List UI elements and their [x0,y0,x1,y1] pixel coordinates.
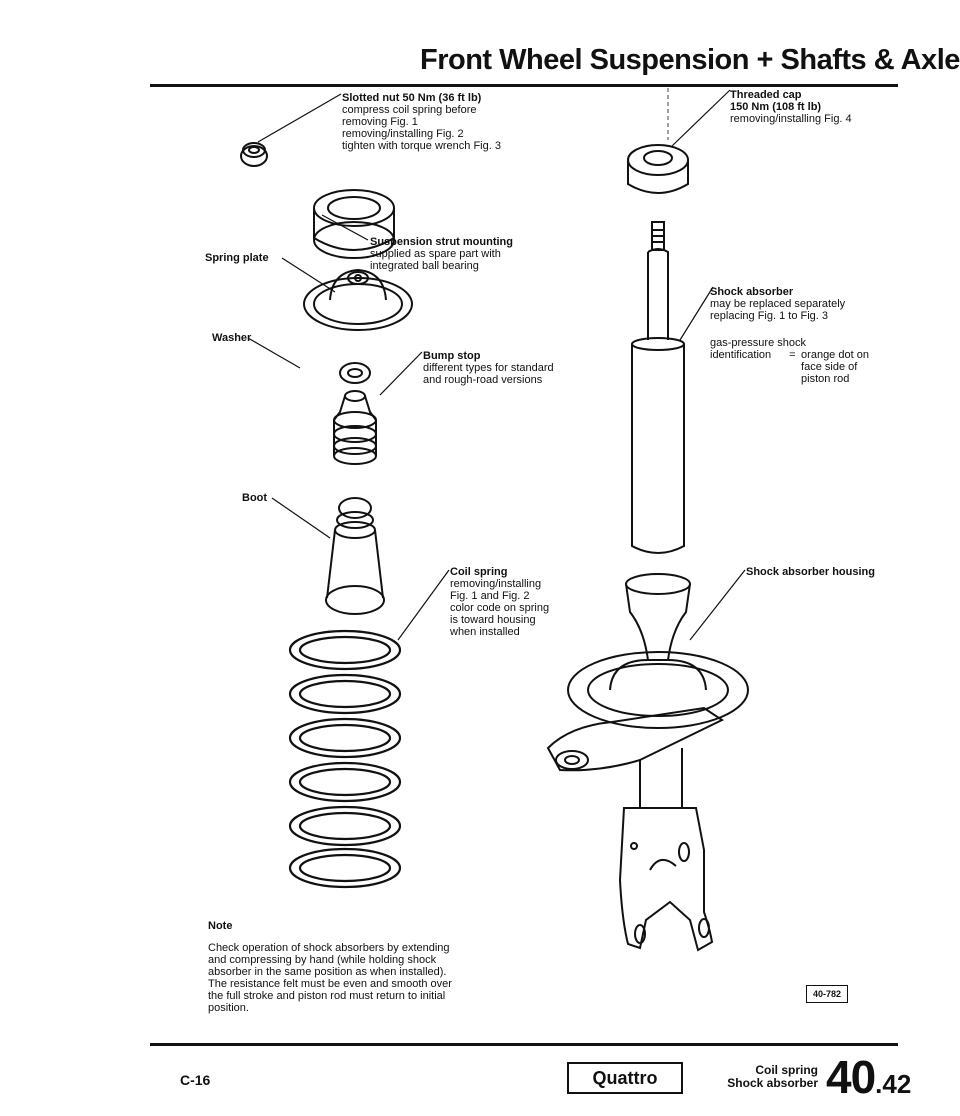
label-washer: Washer [212,332,252,344]
callout-line: replacing Fig. 1 to Fig. 3 [710,310,829,322]
gas-value: orange dot on [801,349,869,361]
section-minor: .42 [875,1069,912,1099]
page-title: Front Wheel Suspension + Shafts & Axle [420,44,960,76]
shock-absorber-part [631,221,685,554]
callout-line: when installed [450,626,520,638]
callout-line: removing/installing [450,578,542,590]
callout-line: integrated ball bearing [370,260,479,272]
section-major: 40 [826,1051,876,1103]
gas-key: gas-pressure shock [710,337,806,349]
callout-line: is toward housing [450,614,536,626]
callout-title: Suspension strut mounting [370,236,513,248]
callout-shock-absorber-housing: Shock absorber housing [746,566,906,578]
callout-coil-spring: Coil spring removing/installing Fig. 1 a… [450,566,600,638]
callout-title: Threaded cap [730,89,802,101]
callout-line: may be replaced separately [710,298,846,310]
note-line: position. [208,1002,249,1014]
callout-title: Coil spring [450,566,508,578]
note-line: and compressing by hand (while holding s… [208,954,437,966]
note-line: The resistance felt must be even and smo… [208,978,452,990]
leader-lines [247,89,746,641]
note-line: absorber in the same position as when in… [208,966,447,978]
note-block: Note Check operation of shock absorbers … [208,920,508,1014]
model-badge: Quattro [567,1062,683,1094]
callout-line: compress coil spring before [342,104,477,116]
strut-mounting-part [313,189,395,259]
callout-slotted-nut: Slotted nut 50 Nm (36 ft lb) compress co… [342,92,572,152]
callout-line: removing/installing Fig. 2 [342,128,464,140]
callout-gas-pressure-identification: gas-pressure shock identification = oran… [710,337,900,385]
callout-title: Shock absorber [710,286,794,298]
slotted-nut-part [240,142,268,167]
section-number: 40.42 [826,1050,911,1104]
label-spring-plate: Spring plate [205,252,269,264]
page-number: C-16 [180,1072,211,1088]
shock-absorber-housing-part [546,573,749,952]
bump-stop-part [333,390,377,465]
callout-bump-stop: Bump stop different types for standard a… [423,350,623,386]
callout-line: color code on spring [450,602,550,614]
boot-part [325,497,385,615]
gas-value: face side of [801,361,858,373]
callout-line: tighten with torque wrench Fig. 3 [342,140,501,152]
callout-line: different types for standard [423,362,554,374]
threaded-cap-part [627,144,689,194]
callout-shock-absorber: Shock absorber may be replaced separatel… [710,286,900,322]
note-title: Note [208,920,233,932]
note-line: Check operation of shock absorbers by ex… [208,942,450,954]
callout-line: supplied as spare part with [370,248,501,260]
footer-topic: Coil spring [755,1063,818,1077]
footer-topic: Shock absorber [727,1076,818,1090]
callout-line: removing/installing Fig. 4 [730,113,852,125]
gas-equals: = [789,349,796,361]
washer-part [339,362,371,384]
callout-title: Slotted nut 50 Nm (36 ft lb) [342,92,482,104]
callout-threaded-cap: Threaded cap 150 Nm (108 ft lb) removing… [730,89,910,125]
spring-plate-part [303,268,413,331]
footer-topics: Coil spring Shock absorber [706,1064,818,1090]
header-rule [150,84,898,87]
callout-title: Bump stop [423,350,481,362]
gas-value: piston rod [801,373,850,385]
callout-line: and rough-road versions [423,374,543,386]
callout-strut-mounting: Suspension strut mounting supplied as sp… [370,236,600,272]
gas-key: identification [710,349,772,361]
callout-line: 150 Nm (108 ft lb) [730,101,822,113]
note-line: the full stroke and piston rod must retu… [208,990,446,1002]
label-boot: Boot [242,492,268,504]
figure-reference: 40-782 [806,985,848,1003]
callout-title: Shock absorber housing [746,566,875,578]
callout-line: Fig. 1 and Fig. 2 [450,590,530,602]
coil-spring-part [288,629,402,889]
callout-line: removing Fig. 1 [342,116,418,128]
footer-rule [150,1043,898,1046]
